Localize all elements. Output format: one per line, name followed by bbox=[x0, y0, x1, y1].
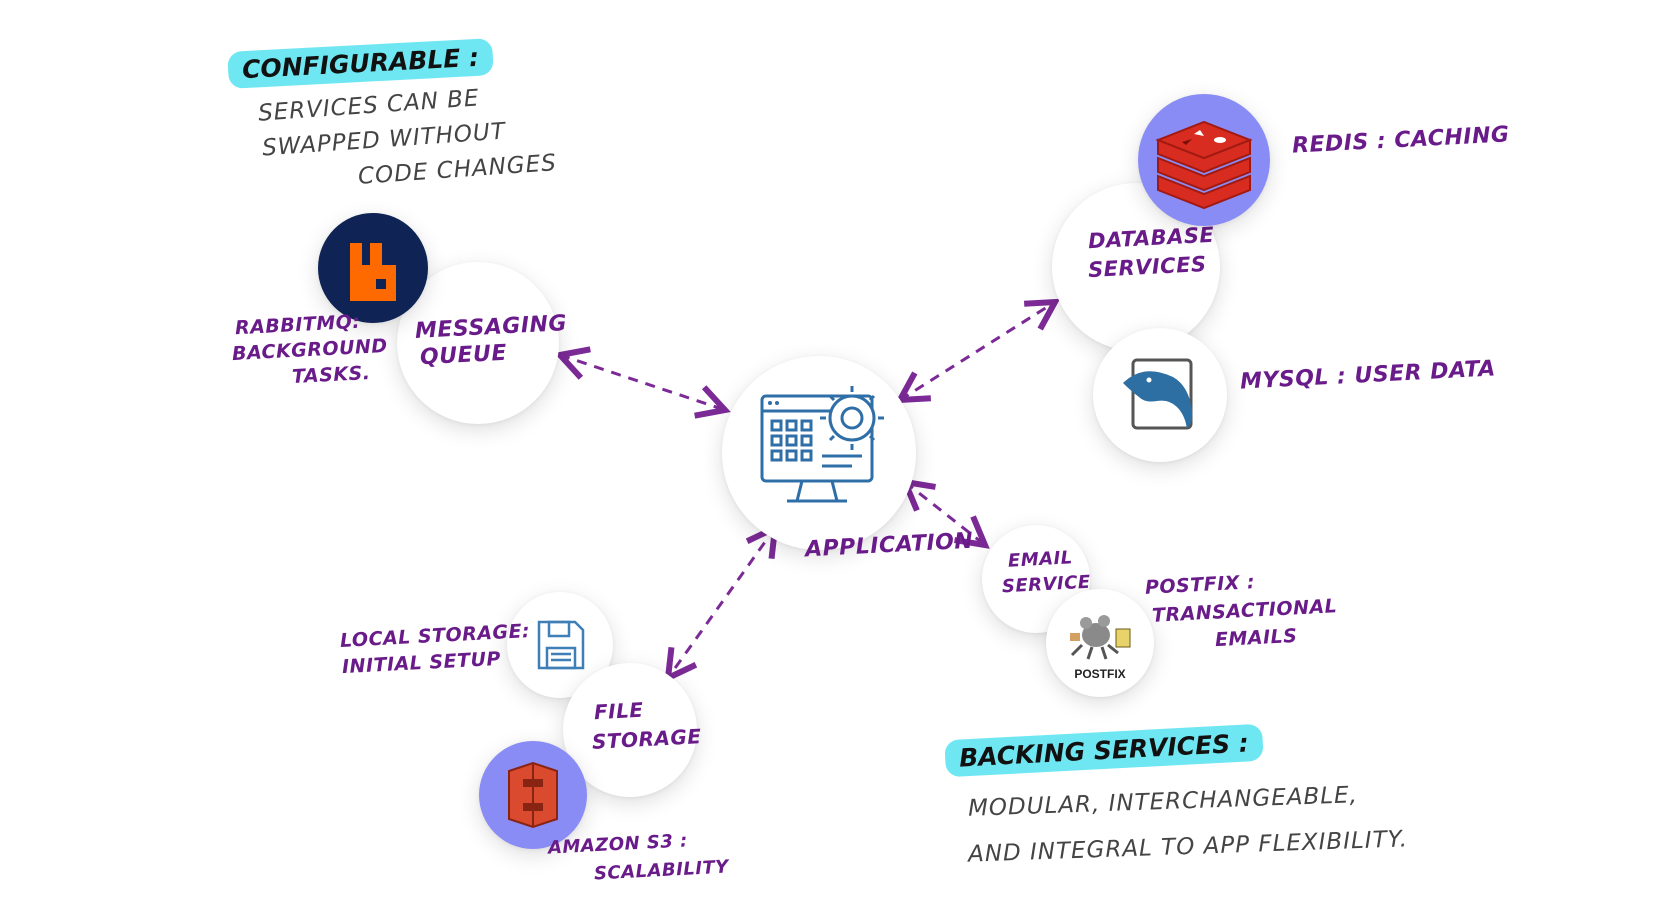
mysql-logo bbox=[1093, 328, 1227, 462]
floppy-disk-icon bbox=[537, 620, 585, 670]
configurable-note: CONFIGURABLE : bbox=[227, 38, 494, 89]
postfix-label-3: EMAILS bbox=[1214, 624, 1298, 652]
messaging-queue-label-2: QUEUE bbox=[419, 340, 508, 371]
backing-services-note: BACKING SERVICES : bbox=[944, 723, 1264, 778]
arrow-app-queue bbox=[560, 355, 725, 410]
redis-logo bbox=[1138, 94, 1270, 226]
amazon-s3-icon bbox=[508, 761, 558, 829]
configurable-heading: CONFIGURABLE : bbox=[227, 38, 494, 89]
rabbitmq-logo bbox=[318, 213, 428, 323]
email-label-1: EMAIL bbox=[1007, 547, 1074, 572]
arrow-app-database bbox=[900, 302, 1055, 400]
rabbitmq-label-3: TASKS. bbox=[291, 361, 371, 389]
file-storage-node bbox=[563, 663, 697, 797]
application-node bbox=[722, 356, 916, 550]
postfix-logo-text: POSTFIX bbox=[1074, 667, 1126, 681]
postfix-logo: POSTFIX bbox=[1046, 589, 1154, 697]
mysql-dolphin-icon bbox=[1123, 358, 1193, 430]
messaging-queue-node bbox=[397, 262, 559, 424]
file-storage-label-1: FILE bbox=[593, 697, 645, 725]
rabbitmq-icon bbox=[350, 243, 396, 301]
postfix-mouse-icon bbox=[1070, 615, 1131, 660]
arrow-app-storage bbox=[668, 528, 775, 678]
amazon-s3-logo bbox=[479, 741, 587, 849]
application-icon bbox=[760, 386, 884, 503]
redis-icon bbox=[1155, 120, 1253, 210]
